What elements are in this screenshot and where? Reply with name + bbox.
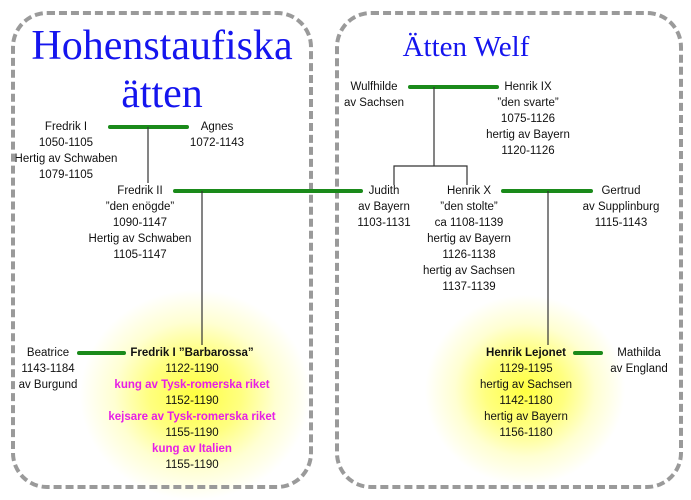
title: hertig av Sachsen (479, 379, 573, 391)
reign: 1120-1126 (501, 145, 555, 157)
person-henrik-lejonet: Henrik Lejonet 1129-1195 hertig av Sachs… (480, 345, 572, 441)
lifespan: 1050-1105 (38, 137, 94, 149)
person-fredrik-i: Fredrik I 1050-1105 Hertig av Schwaben 1… (15, 119, 118, 183)
reign: 1137-1139 (442, 281, 496, 293)
title: hertig av Bayern (486, 129, 570, 141)
welf-family-box (335, 11, 683, 489)
nickname: ”den enögde” (105, 201, 175, 213)
lifespan: 1103-1131 (357, 217, 411, 229)
nickname: ”den stolte” (440, 201, 498, 213)
highlight-glow-henrik-lejonet (425, 295, 625, 485)
lifespan: 1115-1143 (594, 217, 648, 229)
name: Beatrice (26, 347, 70, 359)
lifespan: 1075-1126 (500, 113, 556, 125)
title-hohenstaufen-2: ätten (121, 71, 203, 117)
name: Fredrik I ”Barbarossa” (130, 347, 254, 359)
reign: 1079-1105 (38, 169, 94, 181)
reign: 1126-1138 (442, 249, 496, 261)
origin: av Sachsen (343, 97, 405, 109)
person-beatrice: Beatrice 1143-1184 av Burgund (19, 345, 78, 393)
person-agnes: Agnes 1072-1143 (190, 119, 244, 151)
title: Hertig av Schwaben (88, 233, 192, 245)
person-fredrik-ii: Fredrik II ”den enögde” 1090-1147 Hertig… (89, 183, 192, 263)
name: Henrik X (446, 185, 492, 197)
title: hertig av Sachsen (422, 265, 516, 277)
reign: 1152-1190 (165, 395, 219, 407)
title: kejsare av Tysk-romerska riket (108, 411, 276, 423)
person-judith: Judith av Bayern 1103-1131 (357, 183, 410, 231)
person-mathilda: Mathilda av England (610, 345, 668, 377)
name: Fredrik I (44, 121, 88, 133)
origin: av England (610, 363, 668, 375)
reign: 1105-1147 (113, 249, 167, 261)
lifespan: 1072-1143 (189, 137, 245, 149)
title: hertig av Bayern (484, 411, 568, 423)
title: Hertig av Schwaben (14, 153, 118, 165)
reign: 1155-1190 (165, 459, 219, 471)
title: hertig av Bayern (427, 233, 511, 245)
person-fredrik-barbarossa: Fredrik I ”Barbarossa” 1122-1190 kung av… (108, 345, 275, 473)
highlight-glow-barbarossa (80, 290, 310, 500)
name: Mathilda (617, 347, 661, 359)
lifespan: 1129-1195 (499, 363, 553, 375)
name: Fredrik II (117, 185, 163, 197)
reign: 1156-1180 (499, 427, 553, 439)
origin: av Supplinburg (582, 201, 660, 213)
name: Agnes (200, 121, 234, 133)
lifespan: 1122-1190 (165, 363, 219, 375)
lifespan: 1090-1147 (112, 217, 168, 229)
title: kung av Italien (152, 443, 232, 455)
name: Wulfhilde (350, 81, 398, 93)
person-henrik-ix: Henrik IX ”den svarte” 1075-1126 hertig … (486, 79, 570, 159)
sibling-line-welf (393, 165, 468, 185)
title-welf: Ätten Welf (402, 31, 530, 63)
title: kung av Tysk-romerska riket (114, 379, 270, 391)
reign: 1155-1190 (165, 427, 219, 439)
hohenstaufen-family-box (11, 11, 313, 489)
person-gertrud: Gertrud av Supplinburg 1115-1143 (583, 183, 660, 231)
origin: av Burgund (18, 379, 78, 391)
name: Henrik Lejonet (486, 347, 566, 359)
title-hohenstaufen: Hohenstaufiska (31, 23, 293, 69)
origin: av Bayern (358, 201, 410, 213)
lifespan: 1143-1184 (21, 363, 75, 375)
lifespan: ca 1108-1139 (434, 217, 504, 229)
person-wulfhilde: Wulfhilde av Sachsen (344, 79, 404, 111)
person-henrik-x: Henrik X ”den stolte” ca 1108-1139 herti… (423, 183, 515, 295)
name: Gertrud (601, 185, 641, 197)
reign: 1142-1180 (499, 395, 553, 407)
name: Henrik IX (504, 81, 552, 93)
nickname: ”den svarte” (497, 97, 559, 109)
name: Judith (368, 185, 400, 197)
